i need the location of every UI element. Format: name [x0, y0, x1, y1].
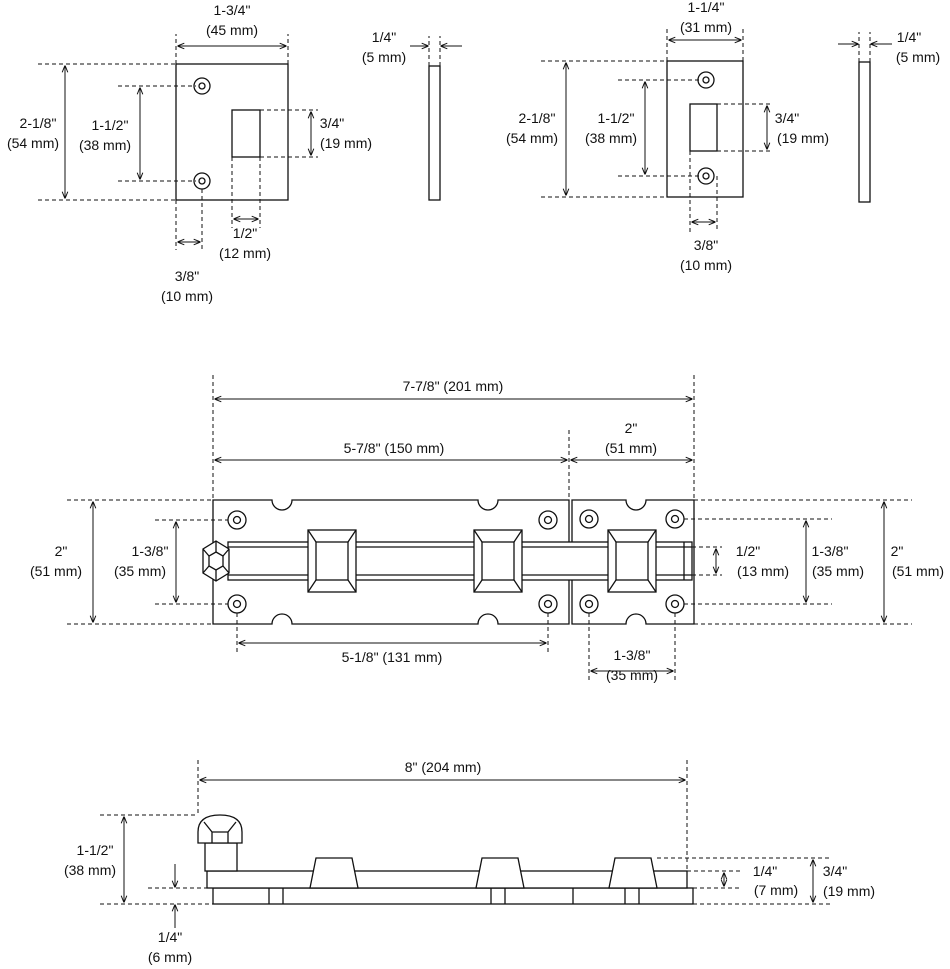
dim-label: (19 mm) [777, 130, 829, 146]
dim-label: 1/4" [372, 29, 396, 45]
dim-label: (7 mm) [754, 882, 798, 898]
dim-label: (51 mm) [30, 563, 82, 579]
dim-label: 2-1/8" [519, 110, 556, 126]
dim-label: (35 mm) [114, 563, 166, 579]
dim-label: 1-1/2" [77, 842, 114, 858]
keeper-plate-2-slot [689, 103, 718, 152]
dim-label: 8" (204 mm) [405, 759, 482, 775]
dim-label: (38 mm) [585, 130, 637, 146]
dim-label: 1-3/8" [812, 543, 849, 559]
dim-label: 1/2" [233, 225, 257, 241]
dim-label: (19 mm) [823, 883, 875, 899]
dim-label: 3/4" [775, 110, 799, 126]
bolt-guide-keeper [607, 529, 657, 593]
dim-label: (13 mm) [737, 563, 789, 579]
bolt-knob-icon [202, 540, 230, 582]
bolt-guide-1 [307, 529, 357, 593]
side-base-plate [212, 887, 694, 905]
barrel-bolt-side-view [100, 760, 830, 928]
bolt-guide-2 [473, 529, 523, 593]
dim-label: (35 mm) [812, 563, 864, 579]
dim-label: 3/8" [175, 268, 199, 284]
keeper-plate-2 [541, 26, 892, 232]
dim-label: 1/4" [753, 863, 777, 879]
keeper-plate-1 [38, 34, 462, 250]
dim-label: 1-1/4" [688, 0, 725, 15]
side-knob-icon [197, 814, 243, 872]
side-guide-1 [309, 857, 359, 889]
dim-label: 2" [625, 420, 638, 436]
barrel-bolt-top-view [67, 375, 912, 680]
dim-label: 1-3/8" [614, 647, 651, 663]
dim-label: (12 mm) [219, 245, 271, 261]
dim-label: 2" [55, 543, 68, 559]
dim-label: (5 mm) [362, 49, 406, 65]
side-guide-2 [475, 857, 525, 889]
dim-label: (31 mm) [680, 19, 732, 35]
dim-label: 1-3/4" [214, 2, 251, 18]
dim-label: (45 mm) [206, 22, 258, 38]
dim-label: 3/4" [823, 863, 847, 879]
dim-label: 2-1/8" [20, 115, 57, 131]
dim-label: (19 mm) [320, 135, 372, 151]
dim-label: (51 mm) [892, 563, 944, 579]
dim-label: 2" [891, 543, 904, 559]
dim-label: 1/4" [158, 929, 182, 945]
side-guide-3 [608, 857, 658, 889]
dim-label: 7-7/8" (201 mm) [403, 378, 504, 394]
keeper-plate-2-side-view [858, 61, 871, 203]
dim-label: 1-1/2" [92, 117, 129, 133]
dim-label: (54 mm) [7, 135, 59, 151]
dim-label: 1/2" [736, 543, 760, 559]
dim-label: (51 mm) [605, 440, 657, 456]
dim-label: 3/4" [320, 115, 344, 131]
dim-label: (6 mm) [148, 949, 192, 965]
screw-hole-icon [579, 509, 599, 529]
dim-label: 5-7/8" (150 mm) [344, 440, 445, 456]
dimension-labels: 1-3/4" (45 mm) 1/4" (5 mm) 2-1/8" (54 mm… [7, 0, 944, 965]
dim-label: (35 mm) [606, 667, 658, 683]
dim-label: (54 mm) [506, 130, 558, 146]
dim-label: 3/8" [694, 237, 718, 253]
keeper-plate-2-outline [666, 60, 744, 198]
dim-label: (10 mm) [680, 257, 732, 273]
dim-label: 1/4" [897, 29, 921, 45]
dim-label: (38 mm) [64, 862, 116, 878]
dim-label: (38 mm) [79, 137, 131, 153]
screw-hole-icon [193, 77, 211, 95]
dim-label: 5-1/8" (131 mm) [342, 649, 443, 665]
dim-label: 1-1/2" [598, 110, 635, 126]
keeper-plate-1-slot [231, 109, 261, 158]
keeper-plate-1-side-view [428, 65, 441, 201]
dim-label: (5 mm) [896, 49, 940, 65]
screw-hole-icon [538, 510, 558, 530]
dim-label: (10 mm) [161, 288, 213, 304]
dim-label: 1-3/8" [132, 543, 169, 559]
